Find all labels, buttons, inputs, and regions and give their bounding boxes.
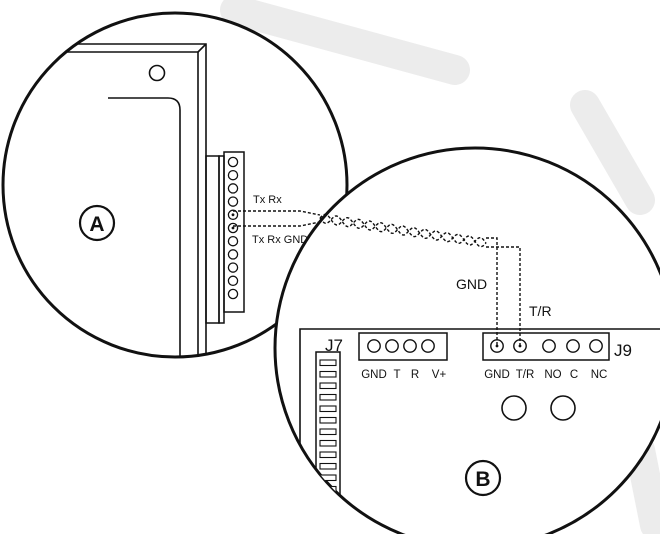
callout-a-letter: A [89, 213, 104, 236]
terminal-screw [227, 196, 239, 207]
j9-pin-label: NC [591, 369, 608, 381]
terminal-screw [227, 262, 239, 273]
j7-pin [319, 416, 337, 424]
terminal-screw [227, 275, 239, 287]
left-block-pin [403, 339, 417, 353]
terminal-screw [227, 288, 239, 300]
j7-pin [319, 497, 337, 505]
panel-a-circle [1, 11, 349, 359]
j7-pin [319, 359, 337, 367]
left-block-pin-label: T [393, 369, 400, 381]
j9-pin-label: NO [544, 369, 561, 381]
j9-label: J9 [614, 341, 632, 360]
panel-b-circle [273, 146, 660, 534]
j7-pin [319, 428, 337, 436]
left-block-pin-label: V+ [432, 369, 447, 381]
terminal-screws [227, 156, 239, 300]
callout-b-letter: B [475, 468, 490, 491]
mounting-hole [148, 64, 166, 82]
gnd-wire-label: GND [456, 276, 487, 292]
callout-a: A [78, 204, 116, 242]
left-terminal-block [358, 332, 448, 361]
j7-pin [319, 462, 337, 470]
j7-pin [319, 520, 337, 528]
watermark-strokes [220, 0, 660, 534]
terminal-screw [227, 183, 239, 194]
j9-pin [542, 339, 556, 353]
j7-label: J7 [325, 336, 343, 355]
left-block-pin-label: R [411, 369, 419, 381]
j9-pin [589, 339, 603, 353]
terminal-screw [227, 209, 239, 221]
j9-pin-label: GND [484, 369, 510, 381]
terminal-screw [227, 249, 239, 260]
wire-to-j9-gnd [486, 237, 498, 347]
panel-a: Tx Rx Tx Rx GND A [1, 11, 349, 359]
terminal-screw [227, 156, 239, 168]
tx-rx-gnd-label: Tx Rx GND [252, 234, 308, 246]
wire-tx-rx [319, 215, 487, 248]
j7-pin [319, 370, 337, 378]
terminal-screw [227, 222, 239, 234]
terminal-screw [227, 235, 239, 247]
callout-b: B [464, 459, 502, 497]
terminal-screw [227, 169, 239, 181]
wire-gnd [319, 213, 487, 246]
tx-rx-label: Tx Rx [253, 194, 282, 206]
j7-pin [319, 382, 337, 390]
relay-contact-left [501, 395, 527, 421]
callout-b-circle [464, 459, 502, 497]
terminal-strip [205, 151, 245, 324]
j9-terminal-block [482, 332, 610, 361]
wire-leadin-gnd [233, 221, 321, 227]
j7-pin [319, 508, 337, 516]
j9-pin-label: C [570, 369, 578, 381]
left-block-pin [367, 339, 381, 353]
left-block-pin [421, 339, 435, 353]
j7-pin [319, 393, 337, 401]
left-block-pin-label: GND [361, 369, 387, 381]
relay-contact-right [550, 395, 576, 421]
j9-pin [566, 339, 580, 353]
wire-to-j9-tr [486, 246, 521, 347]
tr-wire-label: T/R [529, 303, 552, 319]
callout-a-circle [78, 204, 116, 242]
wire-leadin-tx-rx [233, 210, 321, 216]
left-block-pin [385, 339, 399, 353]
j7-pin [319, 451, 337, 459]
j7-pin [319, 405, 337, 413]
j9-pin-label: T/R [516, 369, 535, 381]
twisted-pair-cable [233, 210, 521, 347]
j7-pin [319, 439, 337, 447]
